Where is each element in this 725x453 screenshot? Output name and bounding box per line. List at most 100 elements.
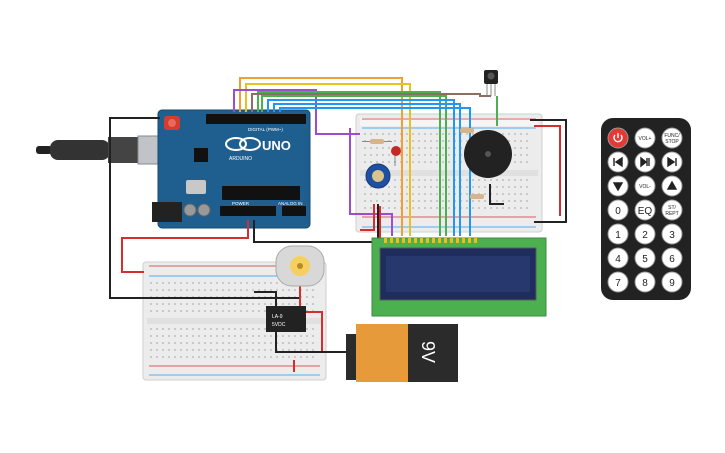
remote-button[interactable]: FUNC/STOP bbox=[661, 127, 683, 149]
breadboard-hole bbox=[222, 335, 224, 337]
breadboard-hole bbox=[436, 140, 438, 142]
remote-button[interactable]: 0 bbox=[607, 199, 629, 221]
remote-button[interactable]: 3 bbox=[661, 223, 683, 245]
remote-button[interactable]: 5 bbox=[634, 247, 656, 269]
breadboard-hole bbox=[198, 349, 200, 351]
breadboard-hole bbox=[442, 207, 444, 209]
breadboard-hole bbox=[520, 147, 522, 149]
breadboard-hole bbox=[388, 154, 390, 156]
breadboard-hole bbox=[228, 282, 230, 284]
remote-button-label: FUNC/ bbox=[664, 133, 680, 139]
breadboard-hole bbox=[424, 161, 426, 163]
breadboard-hole bbox=[376, 193, 378, 195]
breadboard-hole bbox=[252, 282, 254, 284]
breadboard-hole bbox=[288, 342, 290, 344]
breadboard-hole bbox=[180, 310, 182, 312]
remote-button[interactable]: EQ bbox=[634, 199, 656, 221]
remote-button[interactable]: 2 bbox=[634, 223, 656, 245]
breadboard-hole bbox=[526, 147, 528, 149]
breadboard-hole bbox=[306, 342, 308, 344]
breadboard-hole bbox=[162, 356, 164, 358]
led-red bbox=[391, 146, 401, 166]
breadboard-hole bbox=[246, 342, 248, 344]
breadboard-hole bbox=[514, 147, 516, 149]
breadboard-hole bbox=[216, 303, 218, 305]
breadboard-hole bbox=[174, 303, 176, 305]
remote-button[interactable]: VOL- bbox=[634, 175, 656, 197]
breadboard-hole bbox=[270, 342, 272, 344]
breadboard-hole bbox=[252, 310, 254, 312]
breadboard-hole bbox=[388, 200, 390, 202]
remote-button[interactable] bbox=[607, 151, 629, 173]
breadboard-hole bbox=[168, 289, 170, 291]
breadboard-hole bbox=[258, 356, 260, 358]
down-arrow-icon bbox=[612, 182, 624, 192]
breadboard-hole bbox=[210, 282, 212, 284]
remote-button[interactable] bbox=[661, 175, 683, 197]
breadboard-hole bbox=[186, 342, 188, 344]
breadboard-hole bbox=[264, 349, 266, 351]
breadboard-hole bbox=[180, 335, 182, 337]
breadboard-hole bbox=[520, 200, 522, 202]
remote-button[interactable]: 1 bbox=[607, 223, 629, 245]
breadboard-hole bbox=[198, 310, 200, 312]
breadboard-hole bbox=[168, 282, 170, 284]
breadboard-hole bbox=[198, 342, 200, 344]
breadboard-hole bbox=[228, 356, 230, 358]
breadboard-hole bbox=[526, 186, 528, 188]
remote-button[interactable] bbox=[607, 127, 629, 149]
breadboard-hole bbox=[472, 200, 474, 202]
breadboard-hole bbox=[406, 186, 408, 188]
breadboard-hole bbox=[514, 133, 516, 135]
remote-button[interactable]: 9 bbox=[661, 271, 683, 293]
remote-button[interactable]: 6 bbox=[661, 247, 683, 269]
remote-button[interactable] bbox=[634, 151, 656, 173]
remote-button[interactable]: 7 bbox=[607, 271, 629, 293]
breadboard-hole bbox=[406, 200, 408, 202]
breadboard-hole bbox=[520, 154, 522, 156]
breadboard-hole bbox=[162, 328, 164, 330]
lcd-pin bbox=[414, 238, 417, 243]
remote-button[interactable] bbox=[661, 151, 683, 173]
breadboard-hole bbox=[418, 200, 420, 202]
breadboard-hole bbox=[508, 207, 510, 209]
breadboard-hole bbox=[430, 161, 432, 163]
breadboard-hole bbox=[294, 356, 296, 358]
remote-button[interactable]: ST/REPT bbox=[661, 199, 683, 221]
breadboard-hole bbox=[204, 342, 206, 344]
remote-button-face bbox=[607, 223, 629, 245]
breadboard-hole bbox=[222, 282, 224, 284]
breadboard-hole bbox=[382, 193, 384, 195]
remote-button-face bbox=[607, 199, 629, 221]
breadboard-hole bbox=[436, 161, 438, 163]
breadboard-hole bbox=[412, 161, 414, 163]
breadboard-hole bbox=[514, 186, 516, 188]
breadboard-hole bbox=[264, 342, 266, 344]
remote-button-label: ST/ bbox=[668, 205, 676, 211]
breadboard-hole bbox=[364, 207, 366, 209]
breadboard-hole bbox=[424, 147, 426, 149]
remote-button[interactable]: VOL+ bbox=[634, 127, 656, 149]
lcd-pin bbox=[432, 238, 435, 243]
breadboard-hole bbox=[430, 200, 432, 202]
breadboard-hole bbox=[478, 179, 480, 181]
breadboard-hole bbox=[382, 207, 384, 209]
breadboard-hole bbox=[364, 200, 366, 202]
breadboard-hole bbox=[526, 207, 528, 209]
breadboard-hole bbox=[282, 356, 284, 358]
breadboard-hole bbox=[520, 179, 522, 181]
breadboard-hole bbox=[174, 349, 176, 351]
breadboard-hole bbox=[228, 335, 230, 337]
breadboard-hole bbox=[156, 349, 158, 351]
breadboard-hole bbox=[240, 335, 242, 337]
remote-button[interactable]: 4 bbox=[607, 247, 629, 269]
breadboard-hole bbox=[162, 349, 164, 351]
breadboard-hole bbox=[288, 303, 290, 305]
breadboard-hole bbox=[186, 303, 188, 305]
remote-button[interactable] bbox=[607, 175, 629, 197]
breadboard-hole bbox=[448, 147, 450, 149]
breadboard-hole bbox=[198, 335, 200, 337]
breadboard-hole bbox=[406, 161, 408, 163]
remote-button[interactable]: 8 bbox=[634, 271, 656, 293]
breadboard-hole bbox=[478, 200, 480, 202]
